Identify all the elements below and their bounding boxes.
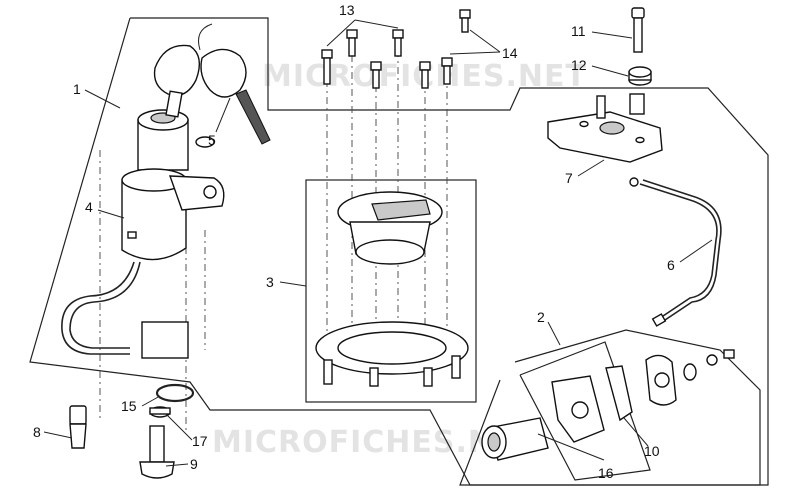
lock-cylinder-16: [481, 417, 549, 461]
callout-16: 16: [598, 465, 614, 481]
cable-6: [629, 177, 722, 327]
callout-3: 3: [266, 274, 274, 290]
callout-9: 9: [190, 456, 198, 472]
bolt-9: [139, 425, 175, 479]
callout-17: 17: [192, 433, 208, 449]
callouts: 1 2 3 4 5 6 7 8 9 10 11 12 13 14 15 16 1…: [33, 2, 675, 481]
bolt-8: [69, 405, 87, 449]
oring-15: [155, 383, 195, 403]
callout-1: 1: [73, 81, 81, 97]
callout-11: 11: [571, 23, 586, 39]
washer-12: [628, 66, 652, 86]
callout-12: 12: [571, 57, 587, 73]
callout-6: 6: [667, 257, 675, 273]
callout-4: 4: [85, 199, 93, 215]
bolt-11: [631, 7, 645, 53]
fuel-ring: [315, 321, 469, 387]
ignition-lock-1: [61, 109, 225, 359]
small-parts-2: [645, 349, 735, 406]
fuel-cap-3: [337, 191, 443, 265]
leader-lines: [43, 19, 713, 467]
callout-2: 2: [537, 309, 545, 325]
callout-13: 13: [339, 2, 355, 18]
callout-15: 15: [121, 398, 137, 414]
lock-plate: [551, 365, 633, 443]
keys-5: [153, 23, 271, 145]
outline-frames: [29, 17, 769, 486]
callout-10: 10: [644, 443, 660, 459]
screw-set: [321, 9, 471, 89]
switch-plate-7: [547, 93, 663, 163]
callout-8: 8: [33, 424, 41, 440]
callout-14: 14: [502, 45, 518, 61]
callout-7: 7: [565, 170, 573, 186]
washer-17: [149, 406, 171, 418]
callout-5: 5: [208, 132, 216, 148]
